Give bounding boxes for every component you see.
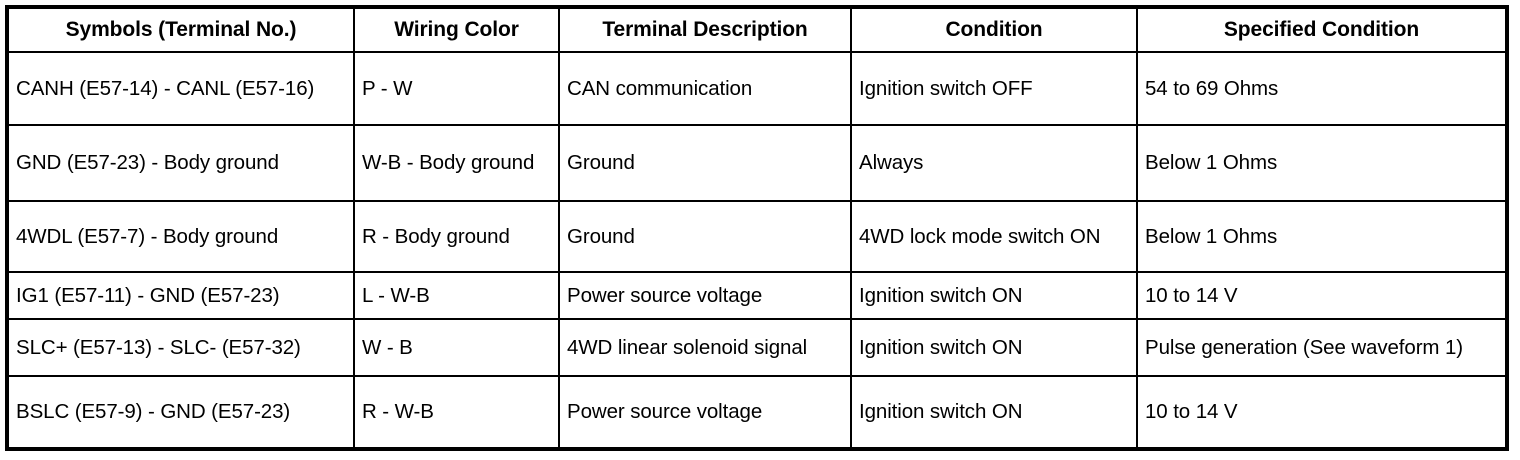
cell-condition: Ignition switch ON: [850, 375, 1138, 450]
cell-specified-condition-text: Pulse generation (See waveform 1): [1145, 335, 1464, 359]
cell-specified-condition-text: Below 1 Ohms: [1145, 224, 1278, 248]
cell-wiring-color-text: R - W-B: [362, 400, 434, 423]
cell-specified-condition-text: 54 to 69 Ohms: [1145, 76, 1279, 100]
cell-symbols: IG1 (E57-11) - GND (E57-23): [6, 271, 355, 320]
cell-wiring-color-text: L - W-B: [362, 283, 430, 307]
cell-specified-condition: Below 1 Ohms: [1136, 124, 1508, 202]
cell-condition-text: Always: [859, 151, 924, 174]
cell-specified-condition-text: 10 to 14 V: [1145, 283, 1238, 307]
cell-symbols-text: 4WDL (E57-7) - Body ground: [16, 224, 279, 248]
cell-terminal-description: Power source voltage: [558, 271, 852, 320]
cell-condition: 4WD lock mode switch ON: [850, 200, 1138, 273]
table-row: 4WDL (E57-7) - Body ground R - Body grou…: [6, 200, 1508, 273]
cell-terminal-description-text: Ground: [567, 224, 635, 248]
cell-wiring-color: R - Body ground: [353, 200, 560, 273]
table-row: CANH (E57-14) - CANL (E57-16) P - W CAN …: [6, 51, 1508, 126]
cell-terminal-description: 4WD linear solenoid signal: [558, 318, 852, 377]
cell-condition: Ignition switch ON: [850, 271, 1138, 320]
cell-condition: Ignition switch ON: [850, 318, 1138, 377]
cell-condition-text: Ignition switch ON: [859, 283, 1023, 307]
cell-specified-condition: Pulse generation (See waveform 1): [1136, 318, 1508, 377]
table-row: BSLC (E57-9) - GND (E57-23) R - W-B Powe…: [6, 375, 1508, 450]
cell-symbols: BSLC (E57-9) - GND (E57-23): [6, 375, 355, 450]
cell-specified-condition: 54 to 69 Ohms: [1136, 51, 1508, 126]
column-header-condition: Condition: [850, 6, 1138, 53]
cell-symbols-text: IG1 (E57-11) - GND (E57-23): [16, 283, 280, 307]
table-body: CANH (E57-14) - CANL (E57-16) P - W CAN …: [6, 51, 1508, 450]
cell-condition-text: 4WD lock mode switch ON: [859, 224, 1101, 248]
cell-wiring-color-text: W-B - Body ground: [362, 151, 535, 174]
cell-terminal-description-text: CAN communication: [567, 76, 753, 100]
cell-symbols: GND (E57-23) - Body ground: [6, 124, 355, 202]
cell-terminal-description-text: Power source voltage: [567, 400, 763, 423]
cell-symbols: 4WDL (E57-7) - Body ground: [6, 200, 355, 273]
table-header: Symbols (Terminal No.) Wiring Color Term…: [6, 6, 1508, 53]
column-header-specified-condition: Specified Condition: [1136, 6, 1508, 53]
cell-symbols-text: CANH (E57-14) - CANL (E57-16): [16, 76, 315, 100]
cell-wiring-color: W - B: [353, 318, 560, 377]
cell-terminal-description: Ground: [558, 200, 852, 273]
cell-condition-text: Ignition switch ON: [859, 400, 1023, 423]
cell-wiring-color: R - W-B: [353, 375, 560, 450]
cell-specified-condition: 10 to 14 V: [1136, 375, 1508, 450]
cell-specified-condition: Below 1 Ohms: [1136, 200, 1508, 273]
cell-specified-condition: 10 to 14 V: [1136, 271, 1508, 320]
cell-symbols: SLC+ (E57-13) - SLC- (E57-32): [6, 318, 355, 377]
cell-terminal-description: Ground: [558, 124, 852, 202]
cell-specified-condition-text: 10 to 14 V: [1145, 400, 1238, 423]
cell-wiring-color: L - W-B: [353, 271, 560, 320]
cell-condition-text: Ignition switch ON: [859, 335, 1023, 359]
cell-wiring-color-text: W - B: [362, 335, 413, 359]
cell-specified-condition-text: Below 1 Ohms: [1145, 151, 1278, 174]
cell-condition-text: Ignition switch OFF: [859, 76, 1033, 100]
cell-terminal-description: Power source voltage: [558, 375, 852, 450]
cell-terminal-description: CAN communication: [558, 51, 852, 126]
cell-terminal-description-text: Power source voltage: [567, 283, 763, 307]
cell-condition: Always: [850, 124, 1138, 202]
terminal-inspection-table: Symbols (Terminal No.) Wiring Color Term…: [5, 5, 1509, 451]
cell-condition: Ignition switch OFF: [850, 51, 1138, 126]
table-header-row: Symbols (Terminal No.) Wiring Color Term…: [6, 6, 1508, 53]
cell-terminal-description-text: 4WD linear solenoid signal: [567, 335, 808, 359]
cell-symbols-text: GND (E57-23) - Body ground: [16, 151, 279, 174]
table-row: IG1 (E57-11) - GND (E57-23) L - W-B Powe…: [6, 271, 1508, 320]
cell-wiring-color-text: P - W: [362, 76, 413, 100]
cell-symbols-text: BSLC (E57-9) - GND (E57-23): [16, 400, 291, 423]
cell-wiring-color: W-B - Body ground: [353, 124, 560, 202]
table-row: SLC+ (E57-13) - SLC- (E57-32) W - B 4WD …: [6, 318, 1508, 377]
cell-terminal-description-text: Ground: [567, 151, 635, 174]
inspection-table-container: Symbols (Terminal No.) Wiring Color Term…: [5, 5, 1509, 451]
cell-wiring-color: P - W: [353, 51, 560, 126]
cell-wiring-color-text: R - Body ground: [362, 224, 510, 248]
column-header-terminal-description: Terminal Description: [558, 6, 852, 53]
table-row: GND (E57-23) - Body ground W-B - Body gr…: [6, 124, 1508, 202]
column-header-symbols: Symbols (Terminal No.): [6, 6, 355, 53]
column-header-wiring-color: Wiring Color: [353, 6, 560, 53]
cell-symbols-text: SLC+ (E57-13) - SLC- (E57-32): [16, 335, 301, 359]
cell-symbols: CANH (E57-14) - CANL (E57-16): [6, 51, 355, 126]
